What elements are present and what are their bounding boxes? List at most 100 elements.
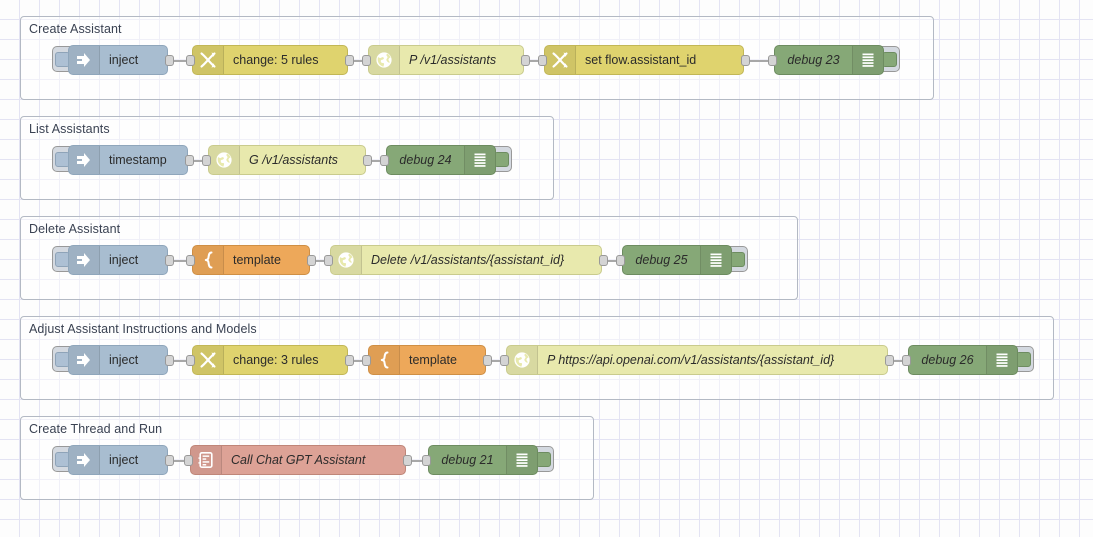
node-output-port[interactable]	[307, 255, 316, 266]
group-label: Create Thread and Run	[29, 422, 163, 436]
wire[interactable]	[188, 160, 208, 162]
node-change[interactable]: change: 3 rules	[192, 345, 348, 375]
node-input-port[interactable]	[202, 155, 211, 166]
node-input-port[interactable]	[422, 455, 431, 466]
wire[interactable]	[486, 360, 506, 362]
node-inject[interactable]: inject	[68, 445, 168, 475]
node-input-port[interactable]	[324, 255, 333, 266]
node-http[interactable]: P /v1/assistants	[368, 45, 524, 75]
node-output-port[interactable]	[599, 255, 608, 266]
node-input-port[interactable]	[184, 455, 193, 466]
node-label: change: 3 rules	[233, 353, 319, 367]
change-swap-icon	[193, 46, 224, 74]
node-output-port[interactable]	[345, 355, 354, 366]
wire[interactable]	[602, 260, 622, 262]
globe-icon	[209, 146, 240, 174]
node-output-port[interactable]	[885, 355, 894, 366]
node-inject[interactable]: inject	[68, 245, 168, 275]
node-label: inject	[109, 53, 139, 67]
node-label: template	[233, 253, 281, 267]
group-label: Delete Assistant	[29, 222, 121, 236]
inject-arrow-icon	[69, 146, 100, 174]
node-label: debug 24	[399, 153, 452, 167]
node-output-port[interactable]	[165, 355, 174, 366]
node-inject[interactable]: inject	[68, 345, 168, 375]
node-http[interactable]: G /v1/assistants	[208, 145, 366, 175]
node-debug[interactable]: debug 25	[622, 245, 732, 275]
node-http[interactable]: Delete /v1/assistants/{assistant_id}	[330, 245, 602, 275]
node-input-port[interactable]	[362, 355, 371, 366]
wire[interactable]	[348, 360, 368, 362]
inject-trigger-button[interactable]	[52, 46, 72, 72]
wire[interactable]	[406, 460, 428, 462]
debug-toggle-square-icon	[1016, 351, 1031, 367]
node-call[interactable]: Call Chat GPT Assistant	[190, 445, 406, 475]
node-label: debug 25	[635, 253, 688, 267]
globe-icon	[331, 246, 362, 274]
node-input-port[interactable]	[902, 355, 911, 366]
inject-arrow-icon	[69, 46, 100, 74]
node-change[interactable]: change: 5 rules	[192, 45, 348, 75]
node-input-port[interactable]	[380, 155, 389, 166]
node-inject[interactable]: timestamp	[68, 145, 188, 175]
wire[interactable]	[366, 160, 386, 162]
wire[interactable]	[168, 260, 192, 262]
node-change[interactable]: set flow.assistant_id	[544, 45, 744, 75]
node-input-port[interactable]	[186, 255, 195, 266]
node-label: inject	[109, 353, 139, 367]
wire[interactable]	[348, 60, 368, 62]
node-template[interactable]: template	[368, 345, 486, 375]
node-inject[interactable]: inject	[68, 45, 168, 75]
debug-toggle-button[interactable]	[492, 146, 512, 172]
node-label: debug 21	[441, 453, 494, 467]
node-output-port[interactable]	[403, 455, 412, 466]
node-input-port[interactable]	[768, 55, 777, 66]
node-input-port[interactable]	[500, 355, 509, 366]
inject-trigger-button[interactable]	[52, 246, 72, 272]
node-input-port[interactable]	[616, 255, 625, 266]
node-label: P /v1/assistants	[409, 53, 497, 67]
debug-toggle-button[interactable]	[534, 446, 554, 472]
debug-toggle-square-icon	[494, 151, 509, 167]
wire[interactable]	[310, 260, 330, 262]
wire[interactable]	[168, 60, 192, 62]
group-label: List Assistants	[29, 122, 110, 136]
node-output-port[interactable]	[165, 255, 174, 266]
node-output-port[interactable]	[483, 355, 492, 366]
node-input-port[interactable]	[538, 55, 547, 66]
node-label: Delete /v1/assistants/{assistant_id}	[371, 253, 565, 267]
inject-trigger-button[interactable]	[52, 146, 72, 172]
debug-toggle-square-icon	[536, 451, 551, 467]
node-output-port[interactable]	[165, 55, 174, 66]
globe-icon	[507, 346, 538, 374]
debug-toggle-button[interactable]	[1014, 346, 1034, 372]
wire[interactable]	[168, 460, 190, 462]
node-output-port[interactable]	[521, 55, 530, 66]
node-label: debug 23	[787, 53, 840, 67]
wire[interactable]	[888, 360, 908, 362]
node-output-port[interactable]	[165, 455, 174, 466]
wire[interactable]	[524, 60, 544, 62]
node-output-port[interactable]	[741, 55, 750, 66]
node-debug[interactable]: debug 21	[428, 445, 538, 475]
wire[interactable]	[168, 360, 192, 362]
debug-toggle-square-icon	[730, 251, 745, 267]
node-debug[interactable]: debug 24	[386, 145, 496, 175]
node-input-port[interactable]	[186, 55, 195, 66]
node-output-port[interactable]	[185, 155, 194, 166]
change-swap-icon	[193, 346, 224, 374]
node-template[interactable]: template	[192, 245, 310, 275]
node-output-port[interactable]	[345, 55, 354, 66]
node-label: change: 5 rules	[233, 53, 319, 67]
node-output-port[interactable]	[363, 155, 372, 166]
wire[interactable]	[744, 60, 774, 62]
node-input-port[interactable]	[362, 55, 371, 66]
node-label: P https://api.openai.com/v1/assistants/{…	[547, 353, 835, 367]
debug-lines-icon	[464, 146, 495, 174]
node-debug[interactable]: debug 23	[774, 45, 884, 75]
debug-lines-icon	[986, 346, 1017, 374]
node-input-port[interactable]	[186, 355, 195, 366]
node-debug[interactable]: debug 26	[908, 345, 1018, 375]
node-http[interactable]: P https://api.openai.com/v1/assistants/{…	[506, 345, 888, 375]
